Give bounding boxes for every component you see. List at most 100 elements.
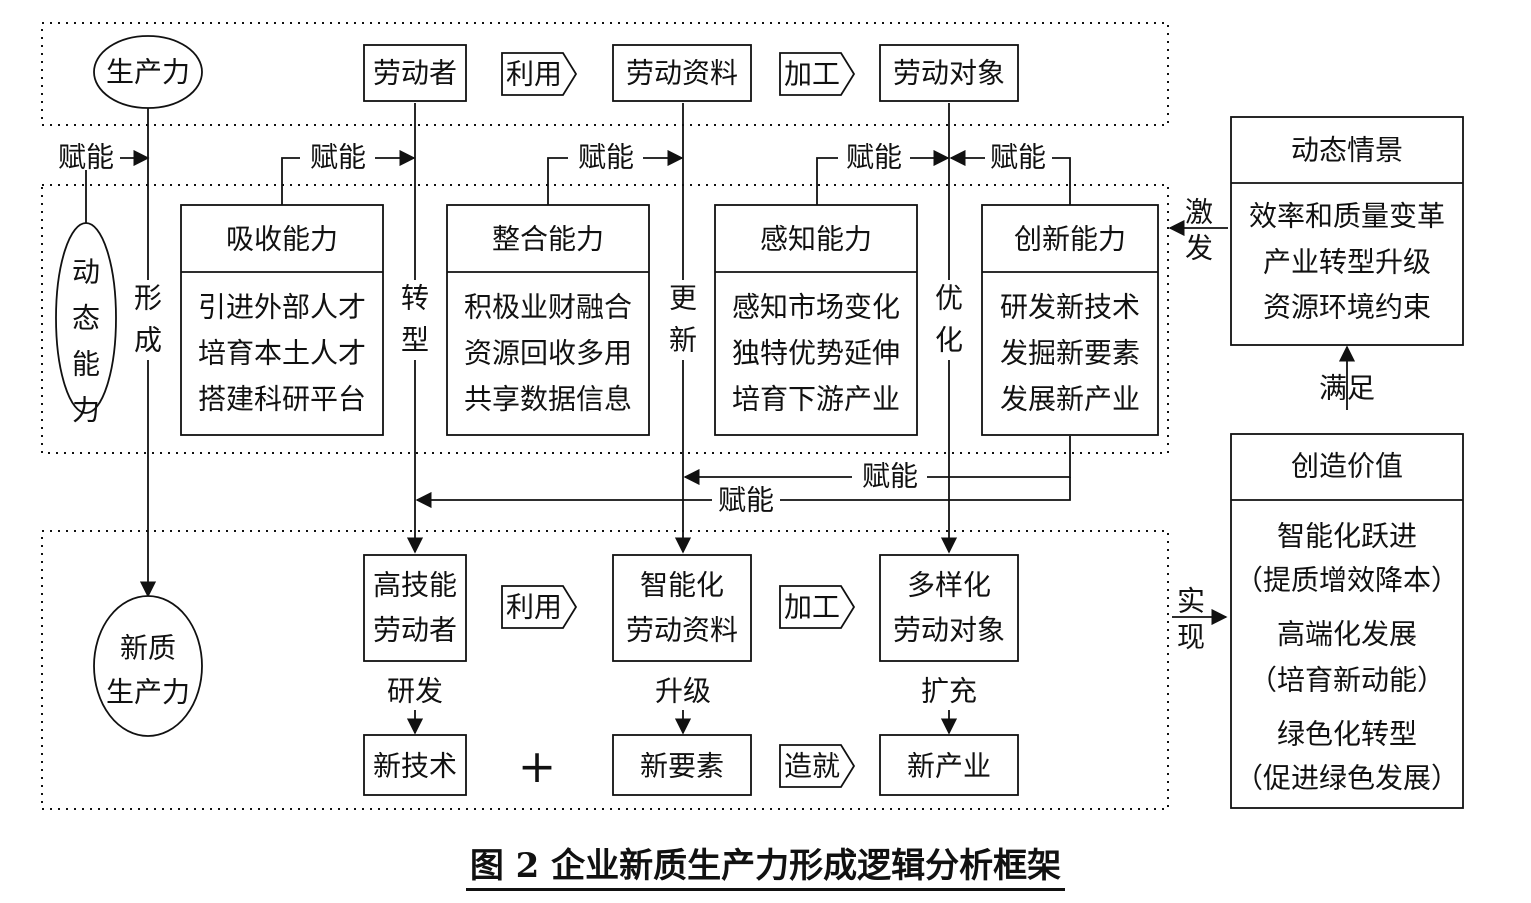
process-label-bottom: 加工 [784, 591, 840, 624]
optimize-label-char: 化 [935, 324, 963, 357]
dynamic-capability-ellipse [55, 222, 117, 414]
sense-line-1: 感知市场变化 [732, 291, 900, 324]
absorb-title: 吸收能力 [226, 223, 338, 256]
sense-title: 感知能力 [760, 223, 872, 256]
absorb-capability-box [180, 204, 384, 436]
figure-caption-text: 图 2 企业新质生产力形成逻辑分析框架 [465, 846, 1066, 891]
new-productivity-ellipse [93, 595, 203, 737]
value-line-6: （促进绿色发展） [1235, 762, 1459, 795]
object-label: 劳动对象 [893, 57, 1005, 90]
new-elements-box [612, 734, 752, 796]
satisfy-label: 满足 [1319, 372, 1375, 405]
use-arrow-shape [501, 52, 578, 96]
scenario-box [1230, 116, 1464, 346]
absorb-line-1: 引进外部人才 [198, 291, 366, 324]
integrate-line-3: 共享数据信息 [464, 383, 632, 416]
form-label-char: 成 [134, 324, 162, 357]
form-label: 形成 [134, 282, 162, 357]
stimulate-label: 激发 [1185, 196, 1213, 265]
process-arrow-shape-bottom [779, 585, 856, 629]
dynamic-capability-label-char: 力 [72, 394, 100, 427]
empower-label-7: 赋能 [718, 484, 774, 517]
empower-label-2: 赋能 [310, 141, 366, 174]
transform-label: 转型 [401, 282, 429, 357]
diverse-object-line-2: 劳动对象 [893, 614, 1005, 647]
innovate-line-2: 发掘新要素 [1000, 337, 1140, 370]
innovate-line-3: 发展新产业 [1000, 383, 1140, 416]
productivity-ellipse [93, 35, 203, 109]
empower-label-6: 赋能 [862, 460, 918, 493]
smart-means-line-2: 劳动资料 [626, 614, 738, 647]
integrate-empower-arrow [547, 157, 568, 205]
use-arrow-shape-bottom [501, 585, 578, 629]
innovate-empower-arrow [1052, 157, 1071, 205]
value-line-4: （培育新动能） [1249, 664, 1445, 697]
absorb-line-3: 搭建科研平台 [198, 383, 366, 416]
sense-empower-arrow [816, 157, 838, 205]
new-productivity-line-2: 生产力 [106, 676, 190, 709]
sense-line-2: 独特优势延伸 [732, 337, 900, 370]
laborer-box [363, 44, 467, 102]
value-line-1: 智能化跃进 [1277, 520, 1417, 553]
new-industry-box [879, 734, 1019, 796]
scenario-line-1: 效率和质量变革 [1249, 200, 1445, 233]
integrate-capability-box [446, 204, 650, 436]
realize-label: 实现 [1177, 585, 1205, 654]
means-label: 劳动资料 [626, 57, 738, 90]
empower-label-3: 赋能 [578, 141, 634, 174]
innovate-to-laborer-arrow [780, 477, 1071, 501]
diverse-object-box [879, 554, 1019, 662]
upgrade-label: 升级 [655, 675, 711, 708]
realize-label-char: 现 [1177, 621, 1205, 654]
value-line-3: 高端化发展 [1277, 618, 1417, 651]
diverse-object-line-1: 多样化 [907, 569, 991, 602]
object-box [879, 44, 1019, 102]
use-label-bottom: 利用 [506, 591, 562, 624]
smart-means-box [612, 554, 752, 662]
update-label-char: 新 [669, 324, 697, 357]
smart-means-line-1: 智能化 [640, 569, 724, 602]
process-arrow-shape [779, 52, 856, 96]
update-label-char: 更 [669, 282, 697, 315]
scenario-line-2: 产业转型升级 [1263, 246, 1431, 279]
dynamic-capability-label-char: 态 [72, 302, 100, 335]
form-label-char: 形 [134, 282, 162, 315]
skilled-laborer-box [363, 554, 467, 662]
create-arrow-shape [779, 744, 856, 788]
use-label: 利用 [506, 58, 562, 91]
scenario-line-3: 资源环境约束 [1263, 291, 1431, 324]
optimize-label-char: 优 [935, 282, 963, 315]
new-tech-box [363, 734, 467, 796]
transform-label-char: 型 [401, 324, 429, 357]
sense-line-3: 培育下游产业 [732, 383, 900, 416]
dynamic-capability-label-char: 动 [72, 256, 100, 289]
create-label: 造就 [784, 750, 840, 783]
empower-label-1: 赋能 [58, 141, 114, 174]
innovate-title: 创新能力 [1014, 223, 1126, 256]
expand-label: 扩充 [921, 675, 977, 708]
empower-label-5: 赋能 [990, 141, 1046, 174]
figure-caption: 图 2 企业新质生产力形成逻辑分析框架 [0, 838, 1531, 891]
new-elements-label: 新要素 [640, 750, 724, 783]
innovate-line-1: 研发新技术 [1000, 291, 1140, 324]
value-line-2: （提质增效降本） [1235, 564, 1459, 597]
productivity-label: 生产力 [106, 56, 190, 89]
transform-label-char: 转 [401, 282, 429, 315]
process-label: 加工 [784, 58, 840, 91]
top-region [41, 22, 1169, 126]
dynamic-capability-label-char: 能 [72, 348, 100, 381]
value-line-5: 绿色化转型 [1277, 718, 1417, 751]
stimulate-label-char: 激 [1185, 196, 1213, 229]
plus-sign: + [518, 739, 557, 793]
absorb-line-2: 培育本土人才 [198, 337, 366, 370]
absorb-empower-arrow [281, 157, 300, 205]
skilled-laborer-line-2: 劳动者 [373, 614, 457, 647]
integrate-line-1: 积极业财融合 [464, 291, 632, 324]
realize-label-char: 实 [1177, 585, 1205, 618]
empower-label-4: 赋能 [846, 141, 902, 174]
stimulate-label-char: 发 [1185, 232, 1213, 265]
laborer-label: 劳动者 [373, 57, 457, 90]
skilled-laborer-line-1: 高技能 [373, 569, 457, 602]
